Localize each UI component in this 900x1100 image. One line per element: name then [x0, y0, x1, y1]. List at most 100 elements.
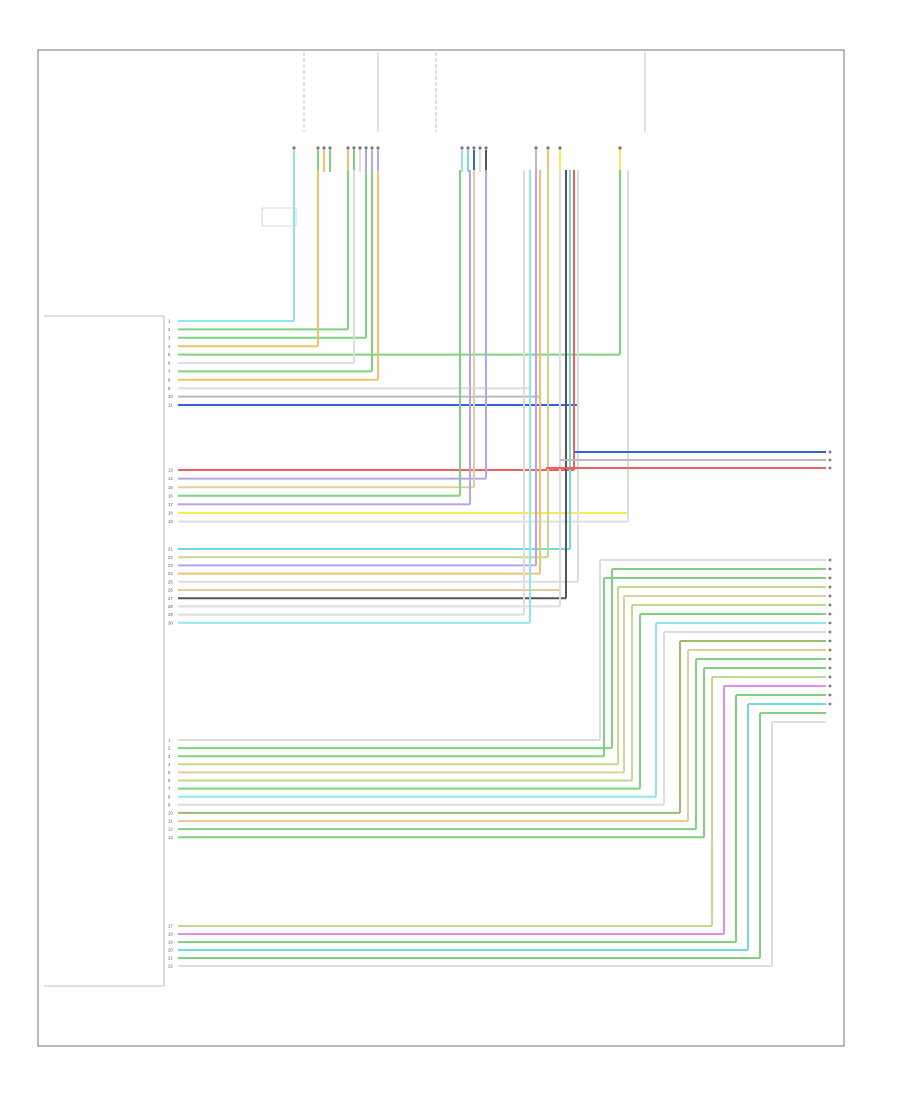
- pin-number: 6: [168, 778, 171, 783]
- pin-row: 8: [168, 794, 171, 799]
- right-connector-pin: [828, 450, 832, 454]
- pin-row: 10: [168, 394, 173, 399]
- pin-row: 14: [168, 476, 173, 481]
- pin-row: 30: [168, 620, 173, 625]
- pin-number: 17: [168, 502, 173, 507]
- pin-row: 17: [168, 502, 173, 507]
- pin-number: 8: [168, 377, 171, 382]
- right-connector-pin: [828, 603, 832, 607]
- pin-row: 29: [168, 612, 173, 617]
- right-connector-pin: [828, 639, 832, 643]
- pin-number: 21: [168, 956, 173, 961]
- pin-number: 17: [168, 924, 173, 929]
- pin-number: 14: [168, 476, 173, 481]
- pin-number: 22: [168, 555, 173, 560]
- right-connector-pin: [828, 621, 832, 625]
- pin-number: 18: [168, 932, 173, 937]
- pin-row: 9: [168, 386, 171, 391]
- pin-number: 6: [168, 361, 171, 366]
- pin-number: 2: [168, 746, 171, 751]
- pin-row: 7: [168, 369, 171, 374]
- right-connector-pin: [828, 466, 832, 470]
- pin-number: 20: [168, 948, 173, 953]
- pin-number: 5: [168, 770, 171, 775]
- top-connector-pin: [558, 146, 562, 172]
- pin-row: 25: [168, 579, 173, 584]
- pin-row: 15: [168, 485, 173, 490]
- right-connector-pin: [828, 567, 832, 571]
- pin-number: 23: [168, 563, 173, 568]
- pin-number: 16: [168, 493, 173, 498]
- right-connector-pin: [828, 458, 832, 462]
- pin-row: 18: [168, 932, 173, 937]
- pin-row: 22: [168, 964, 173, 969]
- pin-row: 21: [168, 547, 173, 552]
- right-connector-pin: [828, 684, 832, 688]
- pin-row: 24: [168, 571, 173, 576]
- pin-number: 13: [168, 468, 173, 473]
- pin-row: 18: [168, 511, 173, 516]
- pin-row: 4: [168, 762, 171, 767]
- pin-number: 21: [168, 547, 173, 552]
- pin-number: 13: [168, 835, 173, 840]
- pin-row: 11: [168, 819, 173, 824]
- pin-row: 1: [168, 319, 171, 324]
- top-connector-pin: [358, 146, 362, 172]
- top-connector-pin: [376, 146, 380, 172]
- pin-row: 16: [168, 493, 173, 498]
- top-connector-pin: [346, 146, 350, 172]
- top-connector-pin: [316, 146, 320, 172]
- pin-row: 21: [168, 956, 173, 961]
- pin-row: 4: [168, 344, 171, 349]
- pin-number: 25: [168, 579, 173, 584]
- pin-row: 5: [168, 770, 171, 775]
- top-connector-pin: [534, 146, 538, 172]
- pin-number: 24: [168, 571, 173, 576]
- pin-number: 26: [168, 588, 173, 593]
- pin-number: 5: [168, 352, 171, 357]
- pin-number: 10: [168, 811, 173, 816]
- pin-number: 7: [168, 786, 171, 791]
- top-connector-pin: [546, 146, 550, 172]
- pin-row: 22: [168, 555, 173, 560]
- right-connector-pin: [828, 693, 832, 697]
- pin-row: 19: [168, 940, 173, 945]
- right-connector-pin: [828, 666, 832, 670]
- pin-number: 4: [168, 344, 171, 349]
- right-connector-pin: [828, 558, 832, 562]
- pin-number: 9: [168, 386, 171, 391]
- pin-number: 1: [168, 319, 171, 324]
- pin-row: 17: [168, 924, 173, 929]
- pin-row: 13: [168, 835, 173, 840]
- pin-number: 11: [168, 819, 173, 824]
- right-connector-pin: [828, 594, 832, 598]
- pin-number: 8: [168, 794, 171, 799]
- top-connector-pin: [292, 146, 296, 172]
- pin-row: 12: [168, 827, 173, 832]
- pin-row: 11: [168, 403, 173, 408]
- diagram-frame: [37, 49, 845, 1047]
- pin-number: 4: [168, 762, 171, 767]
- pin-row-group: 1234567891011131415161718192122232425262…: [168, 319, 173, 969]
- module-bracket: [44, 315, 165, 987]
- pin-number: 3: [168, 335, 171, 340]
- pin-row: 26: [168, 588, 173, 593]
- pin-number: 30: [168, 620, 173, 625]
- pin-row: 13: [168, 468, 173, 473]
- pin-number: 27: [168, 596, 173, 601]
- pin-number: 12: [168, 827, 173, 832]
- pin-number: 19: [168, 940, 173, 945]
- pin-number: 11: [168, 403, 173, 408]
- right-connector-pin: [828, 702, 832, 706]
- pin-row: 20: [168, 948, 173, 953]
- pin-row: 1: [168, 738, 171, 743]
- pin-number: 9: [168, 802, 171, 807]
- wire-group: [178, 170, 826, 967]
- top-connector-pin: [466, 146, 470, 172]
- top-dividers: [303, 52, 646, 132]
- pin-number: 2: [168, 327, 171, 332]
- pin-number: 18: [168, 511, 173, 516]
- pin-row: 23: [168, 563, 173, 568]
- pin-row: 19: [168, 519, 173, 524]
